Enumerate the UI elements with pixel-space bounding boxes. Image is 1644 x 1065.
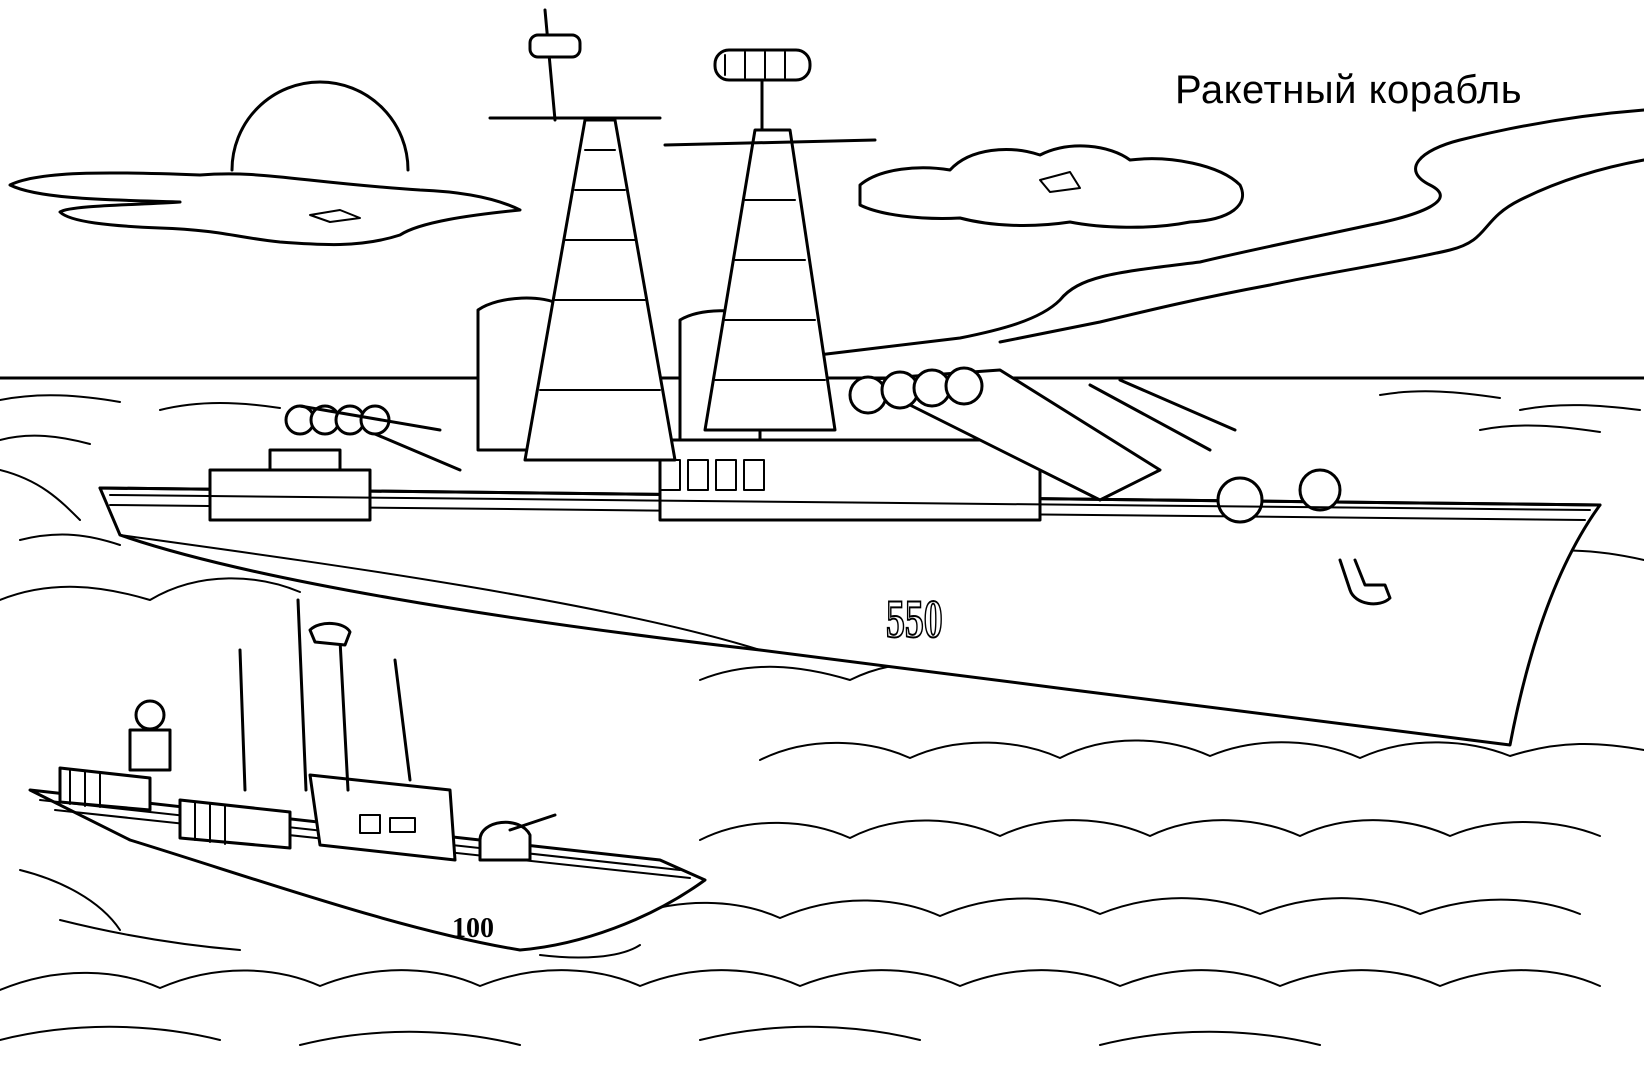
forward-missile-launcher xyxy=(848,366,1237,502)
sun-icon xyxy=(230,80,410,172)
clouds xyxy=(8,108,1644,364)
small-missile-boat xyxy=(19,598,707,959)
aft-missile-launcher xyxy=(284,404,462,472)
page-title: Ракетный корабль xyxy=(1175,68,1523,112)
gun-turret xyxy=(1298,468,1342,512)
gun-turret xyxy=(1216,476,1264,524)
small-boat-hull-number: 100 xyxy=(452,913,494,944)
large-missile-ship xyxy=(98,8,1602,747)
large-ship-hull-number: 550 xyxy=(885,588,943,650)
